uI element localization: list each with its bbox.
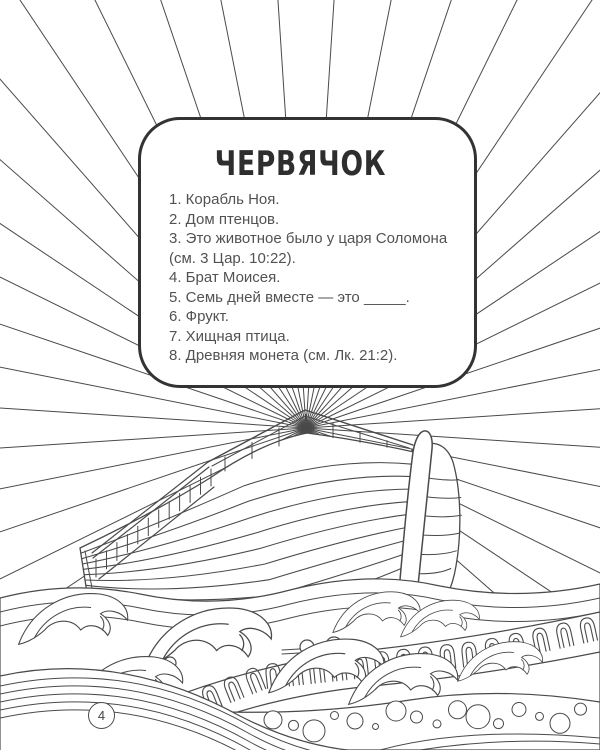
page-number: 4: [97, 708, 106, 723]
clue-item: 4. Брат Моисея.: [169, 269, 281, 286]
clue-panel: ЧЕРВЯЧОК 1. Корабль Ноя. 2. Дом птенцов.…: [138, 117, 477, 388]
page-number-badge: 4: [88, 702, 115, 729]
clue-item: 5. Семь дней вместе — это _____.: [169, 288, 410, 306]
sea-waves: [0, 578, 600, 750]
clue-list: 1. Корабль Ноя. 2. Дом птенцов. 3. Это ж…: [169, 190, 456, 366]
clue-item: 8. Древняя монета (см. Лк. 21:2).: [169, 347, 398, 364]
puzzle-title: ЧЕРВЯЧОК: [214, 144, 387, 184]
clue-item: 1. Корабль Ноя.: [169, 191, 280, 208]
ark-roof: [207, 409, 414, 463]
clue-item: 2. Дом птенцов.: [169, 210, 280, 228]
clue-item: 7. Хищная птица.: [169, 327, 290, 345]
clue-item: 6. Фрукт.: [169, 308, 229, 325]
clue-item: 3. Это животное было у царя Соломона (см…: [169, 230, 448, 267]
